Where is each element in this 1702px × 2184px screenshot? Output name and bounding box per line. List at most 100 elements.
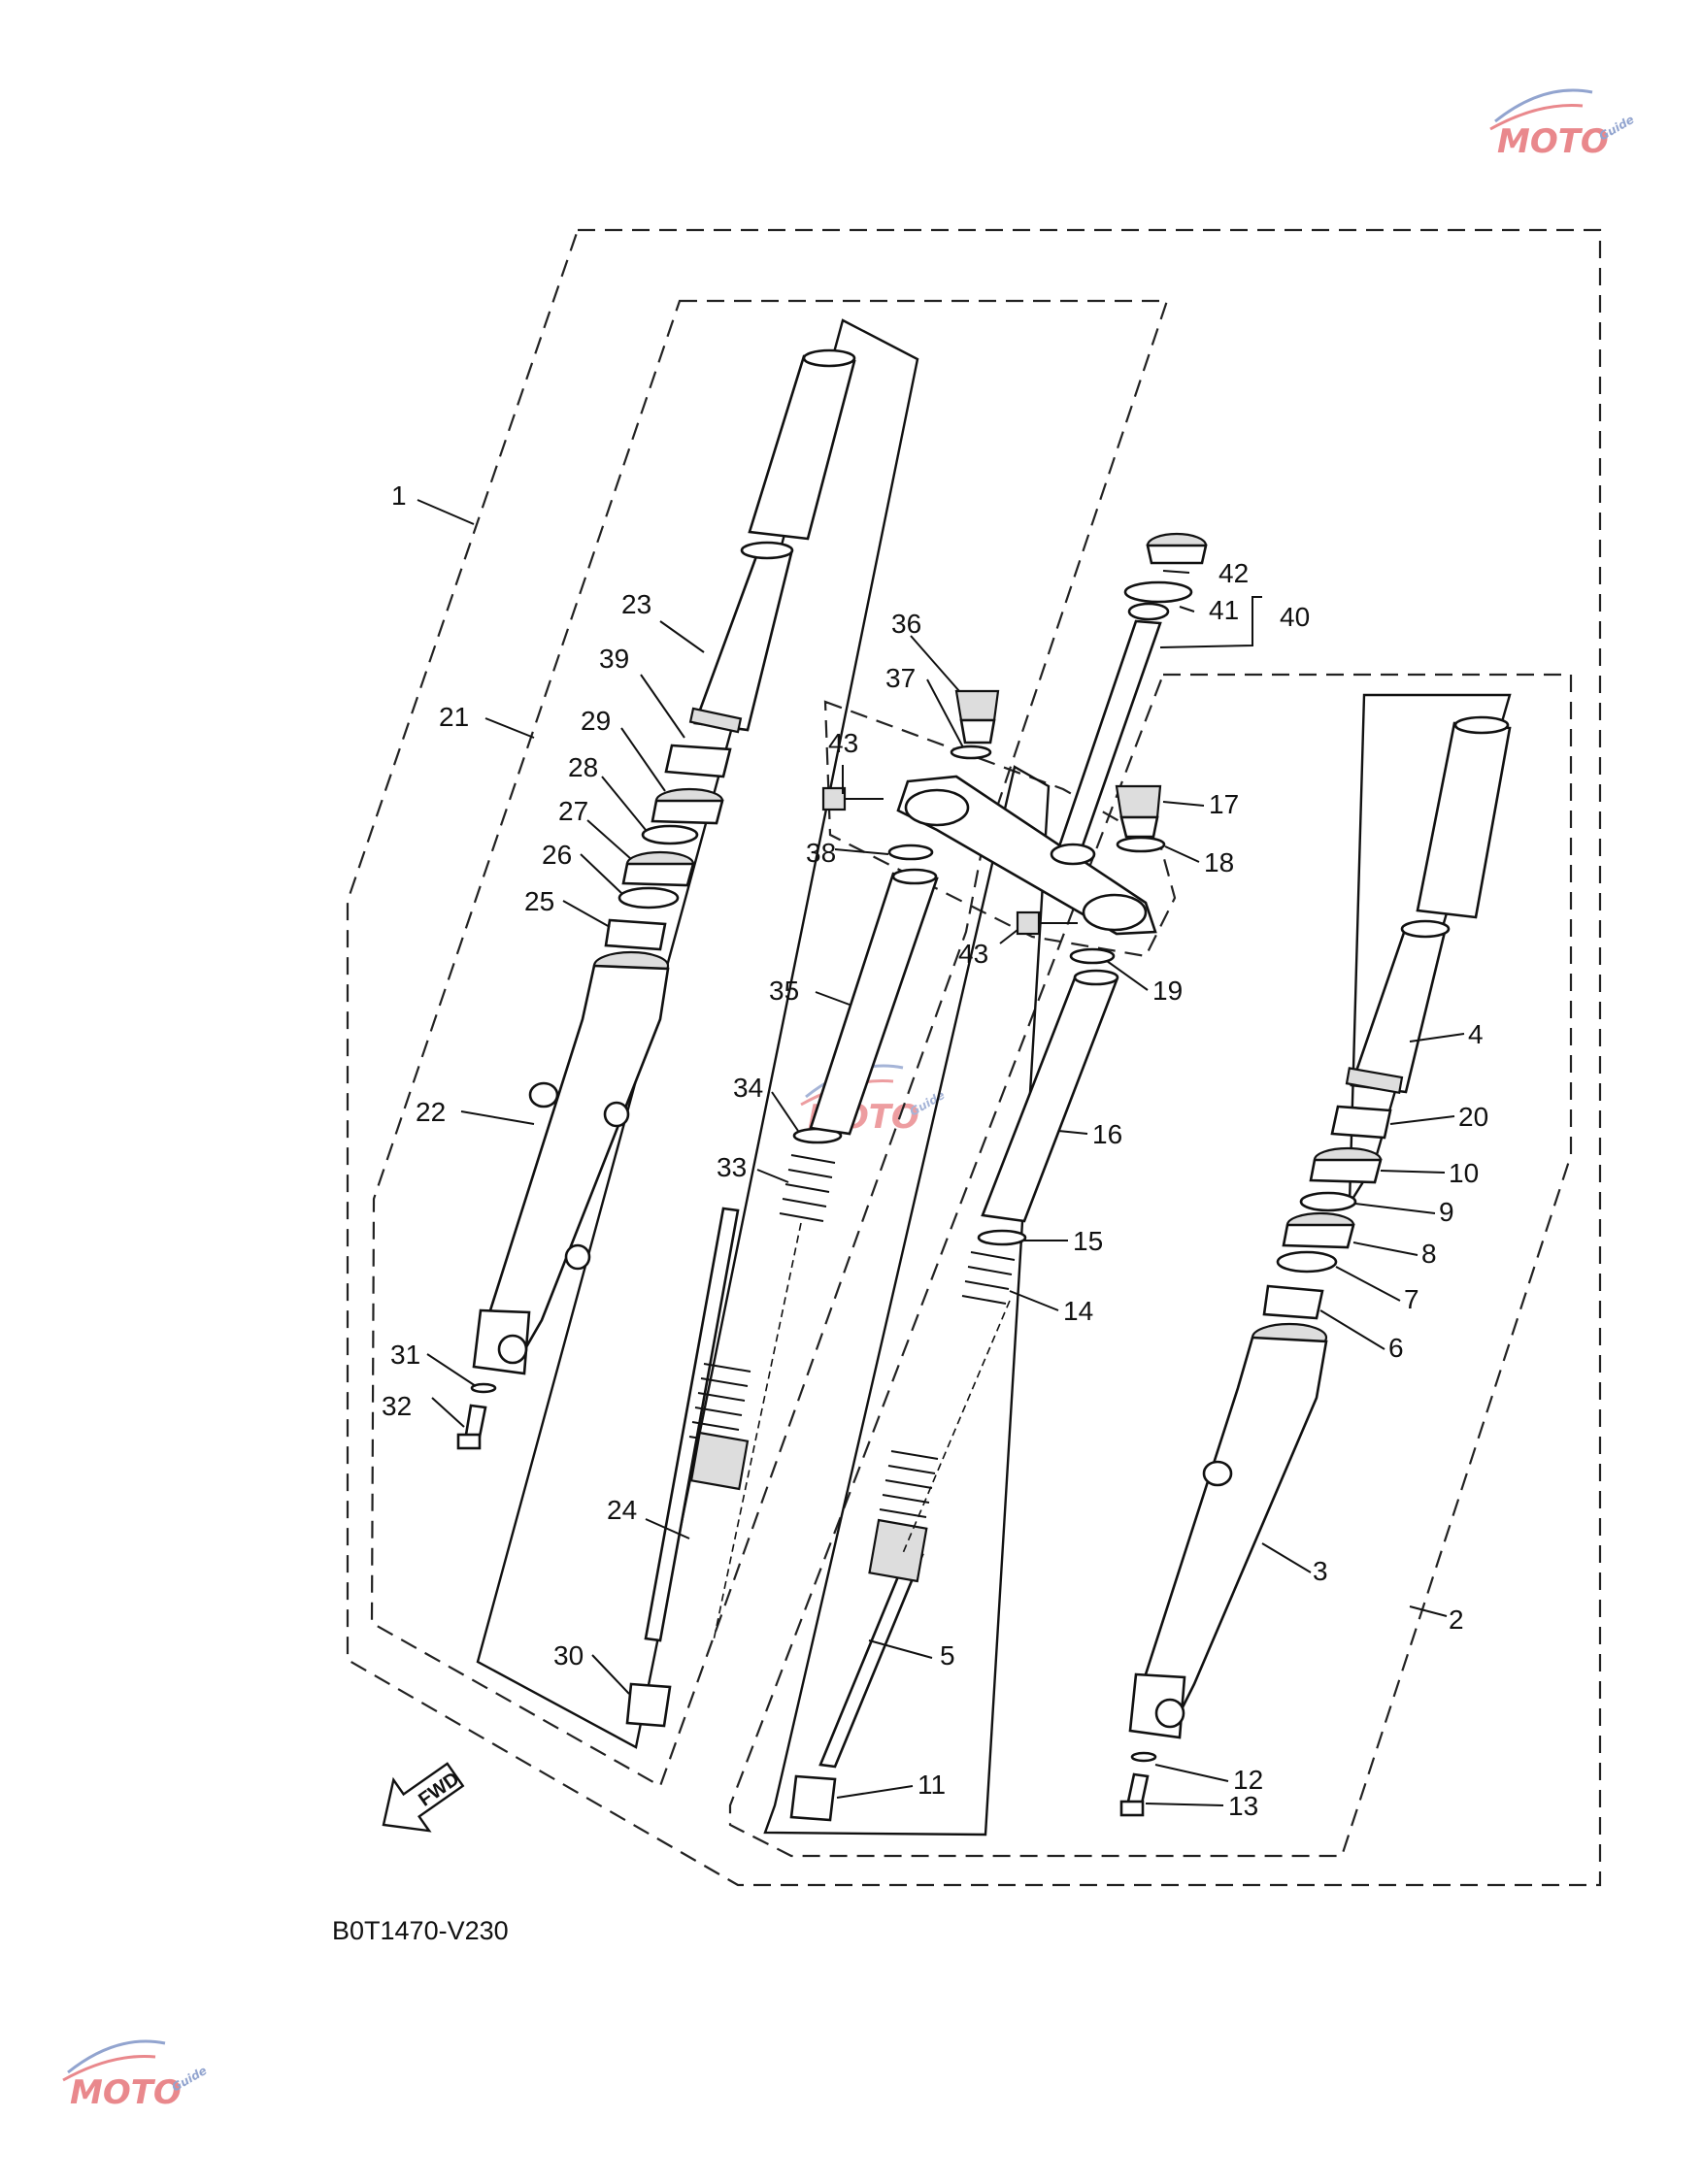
bolt-32 bbox=[464, 1404, 487, 1439]
damper-piston-5 bbox=[868, 1518, 928, 1583]
pinch-bolt-43-right bbox=[1016, 910, 1078, 936]
part-label-38: 38 bbox=[806, 838, 836, 868]
part-label-16: 16 bbox=[1092, 1119, 1122, 1149]
part-label-24: 24 bbox=[607, 1495, 637, 1525]
part-label-26: 26 bbox=[542, 840, 572, 870]
left-axle-hole bbox=[497, 1334, 528, 1365]
part-label-41: 41 bbox=[1209, 595, 1239, 625]
cap-42-body bbox=[1146, 544, 1208, 565]
part-label-21: 21 bbox=[439, 702, 469, 732]
part-label-36: 36 bbox=[891, 609, 921, 639]
fork-tube-16 bbox=[981, 974, 1118, 1223]
cap-bolt-17-thread bbox=[1119, 815, 1159, 839]
part-label-28: 28 bbox=[568, 752, 598, 782]
part-label-5: 5 bbox=[940, 1640, 955, 1671]
damper-piston bbox=[689, 1431, 750, 1491]
under-bracket-left-clamp bbox=[904, 788, 970, 827]
bushing-25 bbox=[604, 918, 667, 951]
right-outer-tube-3 bbox=[1134, 1336, 1328, 1725]
gasket-12 bbox=[1130, 1751, 1157, 1763]
rebound-spring-24 bbox=[688, 1363, 751, 1491]
right-fork-outer-tube-top bbox=[1416, 721, 1512, 919]
watermark-logo-top: MOTO Guide bbox=[1489, 88, 1636, 161]
bolt-32-head bbox=[456, 1433, 482, 1450]
part-label-35: 35 bbox=[769, 976, 799, 1006]
part-label-43a: 43 bbox=[828, 728, 858, 758]
circlip-28 bbox=[641, 824, 699, 845]
fork-tube-35 bbox=[809, 872, 939, 1136]
assembly-boundary-right-fork bbox=[728, 673, 1573, 1858]
right-fork-tube-bushing bbox=[1345, 1067, 1404, 1095]
washer-15 bbox=[977, 1229, 1027, 1246]
dust-seal-27-body bbox=[621, 862, 695, 887]
left-caliper-mount-bottom bbox=[564, 1243, 591, 1271]
part-label-32: 32 bbox=[382, 1391, 412, 1421]
left-outer-tube-22 bbox=[479, 964, 670, 1361]
dust-seal-8-body bbox=[1282, 1223, 1355, 1249]
oil-seal-29-body bbox=[651, 799, 724, 825]
bolt-13 bbox=[1126, 1772, 1150, 1805]
damper-rod-24 bbox=[644, 1207, 740, 1642]
part-label-7: 7 bbox=[1404, 1284, 1419, 1314]
part-label-39: 39 bbox=[599, 644, 629, 674]
left-fork-tube-top-end bbox=[802, 348, 856, 368]
watermark-text: MOTO bbox=[1497, 122, 1609, 161]
o-ring-19 bbox=[1069, 947, 1116, 965]
part-label-37: 37 bbox=[885, 663, 916, 693]
cap-bolt-36 bbox=[954, 689, 1000, 722]
watermark-subtext: Guide bbox=[908, 1088, 948, 1119]
right-fork-inner-tube-4 bbox=[1350, 925, 1447, 1094]
part-label-23: 23 bbox=[621, 589, 651, 619]
right-outer-tube-boss bbox=[1202, 1460, 1233, 1487]
part-label-18: 18 bbox=[1204, 847, 1234, 877]
oil-seal-10-body bbox=[1309, 1158, 1383, 1184]
left-caliper-mount-top bbox=[603, 1101, 630, 1128]
assembly-boundary-outer bbox=[346, 228, 1602, 1887]
part-label-15: 15 bbox=[1073, 1226, 1103, 1256]
watermark-logo-bottom: MOTO Guide bbox=[62, 2039, 210, 2112]
part-label-8: 8 bbox=[1421, 1239, 1437, 1269]
part-label-12: 12 bbox=[1233, 1765, 1263, 1795]
watermark-subtext: Guide bbox=[170, 2064, 210, 2095]
o-ring-37 bbox=[950, 745, 992, 760]
part-label-25: 25 bbox=[524, 886, 554, 916]
assembly-boundary-left-fork bbox=[370, 299, 1169, 1788]
cap-bolt-17 bbox=[1115, 784, 1162, 819]
bushing-6 bbox=[1262, 1284, 1324, 1320]
part-label-9: 9 bbox=[1439, 1197, 1454, 1227]
part-label-20: 20 bbox=[1458, 1102, 1488, 1132]
part-label-33: 33 bbox=[717, 1152, 747, 1182]
part-label-4: 4 bbox=[1468, 1019, 1484, 1049]
slide-bushing-39 bbox=[664, 744, 732, 778]
stem-boss bbox=[1050, 843, 1096, 866]
pinch-bolt-43-left bbox=[821, 786, 884, 811]
left-fork-outer-tube-top bbox=[748, 354, 856, 541]
left-inner-set-frame bbox=[476, 318, 919, 1749]
left-outer-tube-boss bbox=[528, 1081, 559, 1109]
part-label-10: 10 bbox=[1449, 1158, 1479, 1188]
fwd-arrow-icon: FWD bbox=[382, 1762, 465, 1833]
stem-top bbox=[1127, 602, 1170, 621]
part-label-2: 2 bbox=[1449, 1605, 1464, 1635]
part-label-42: 42 bbox=[1218, 558, 1249, 588]
part-label-19: 19 bbox=[1152, 976, 1183, 1006]
part-label-30: 30 bbox=[553, 1640, 584, 1671]
part-label-17: 17 bbox=[1209, 789, 1239, 819]
right-fork-inner-tube-top bbox=[1400, 919, 1451, 939]
fork-tube-35-top bbox=[891, 868, 938, 885]
rebound-spring-5 bbox=[868, 1450, 939, 1583]
oil-lock-piece-30 bbox=[625, 1682, 672, 1728]
right-fork-tube-top-end bbox=[1453, 715, 1510, 735]
left-fork-inner-tube bbox=[693, 546, 793, 732]
part-label-14: 14 bbox=[1063, 1296, 1093, 1326]
circlip-9 bbox=[1299, 1191, 1357, 1212]
spring-14 bbox=[961, 1251, 1016, 1305]
part-label-3: 3 bbox=[1313, 1556, 1328, 1586]
part-label-29: 29 bbox=[581, 706, 611, 736]
washer-7 bbox=[1276, 1250, 1338, 1274]
cap-bolt-36-thread bbox=[959, 718, 996, 745]
left-axis-line bbox=[713, 1222, 802, 1641]
right-axle-hole bbox=[1154, 1698, 1185, 1729]
center-inner-set-frame bbox=[763, 765, 1051, 1837]
